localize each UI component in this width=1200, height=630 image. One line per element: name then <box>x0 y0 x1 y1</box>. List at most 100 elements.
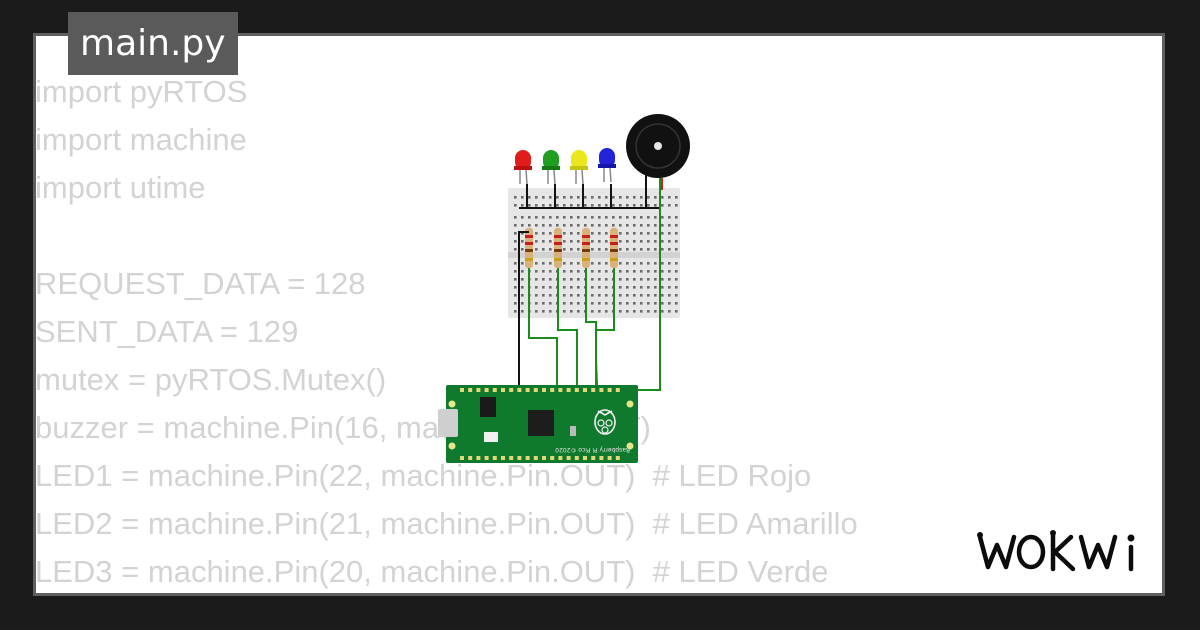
breadboard-hole <box>675 262 678 265</box>
breadboard-hole <box>521 216 524 219</box>
breadboard-holes <box>514 196 678 313</box>
breadboard-hole <box>577 286 580 289</box>
breadboard-hole <box>661 224 664 227</box>
breadboard-hole <box>521 204 524 207</box>
breadboard-hole <box>591 270 594 273</box>
signal-wires <box>528 175 661 391</box>
breadboard-hole <box>675 278 678 281</box>
breadboard-hole <box>612 196 615 199</box>
breadboard-hole <box>514 294 517 297</box>
breadboard-hole <box>668 310 671 313</box>
pico-pin <box>615 388 620 392</box>
breadboard-hole <box>542 240 545 243</box>
breadboard-hole <box>640 270 643 273</box>
breadboard-hole <box>521 248 524 251</box>
breadboard-hole <box>591 204 594 207</box>
led-red-icon <box>514 150 532 185</box>
breadboard-hole <box>577 270 580 273</box>
pico-pin <box>501 456 505 460</box>
breadboard-hole <box>549 262 552 265</box>
breadboard-hole <box>584 196 587 199</box>
breadboard-hole <box>521 262 524 265</box>
breadboard-hole <box>521 302 524 305</box>
pico-pin <box>607 456 612 460</box>
breadboard-hole <box>577 310 580 313</box>
breadboard-hole <box>577 302 580 305</box>
breadboard-hole <box>633 310 636 313</box>
breadboard-hole <box>640 262 643 265</box>
breadboard-hole <box>549 302 552 305</box>
code-line: LED1 = machine.Pin(22, machine.Pin.OUT) … <box>35 458 812 493</box>
breadboard-hole <box>591 216 594 219</box>
breadboard-hole <box>647 286 650 289</box>
pico-pin <box>599 456 604 460</box>
pico-pins <box>460 388 620 460</box>
breadboard-hole <box>563 262 566 265</box>
breadboard-hole <box>675 302 678 305</box>
breadboard-hole <box>633 262 636 265</box>
code-line: REQUEST_DATA = 128 <box>35 266 366 301</box>
pico-pin <box>525 388 530 392</box>
breadboard-hole <box>514 278 517 281</box>
breadboard-hole <box>584 204 587 207</box>
breadboard-hole <box>514 224 517 227</box>
breadboard-hole <box>633 216 636 219</box>
code-line: import pyRTOS <box>35 74 248 109</box>
breadboard-hole <box>668 232 671 235</box>
breadboard-hole <box>514 310 517 313</box>
breadboard-hole <box>633 270 636 273</box>
pico-pin <box>558 388 563 392</box>
breadboard-hole <box>514 248 517 251</box>
usb-port <box>438 409 458 437</box>
breadboard-hole <box>542 294 545 297</box>
breadboard-hole <box>654 240 657 243</box>
breadboard-hole <box>619 286 622 289</box>
breadboard-hole <box>654 294 657 297</box>
file-tab[interactable]: main.py <box>68 12 238 75</box>
pico-pin <box>542 388 546 392</box>
breadboard-hole <box>640 310 643 313</box>
breadboard-hole <box>535 286 538 289</box>
breadboard-hole <box>654 286 657 289</box>
breadboard-hole <box>514 286 517 289</box>
breadboard-hole <box>598 204 601 207</box>
breadboard-hole <box>514 204 517 207</box>
breadboard-hole <box>563 270 566 273</box>
breadboard-hole <box>570 216 573 219</box>
resistor <box>525 228 533 268</box>
breadboard-hole <box>675 232 678 235</box>
pico-pin <box>615 456 620 460</box>
breadboard-hole <box>542 270 545 273</box>
breadboard-hole <box>563 294 566 297</box>
breadboard-hole <box>598 196 601 199</box>
breadboard-hole <box>654 224 657 227</box>
breadboard-hole <box>598 278 601 281</box>
breadboard-hole <box>521 224 524 227</box>
breadboard-hole <box>605 224 608 227</box>
breadboard-hole <box>549 278 552 281</box>
breadboard-hole <box>626 294 629 297</box>
breadboard-hole <box>654 270 657 273</box>
breadboard-hole <box>542 302 545 305</box>
breadboard-hole <box>661 278 664 281</box>
breadboard-hole <box>647 302 650 305</box>
breadboard-hole <box>675 310 678 313</box>
breadboard-hole <box>619 196 622 199</box>
breadboard-hole <box>668 302 671 305</box>
breadboard-hole <box>640 216 643 219</box>
breadboard-hole <box>577 262 580 265</box>
breadboard-hole <box>584 224 587 227</box>
code-line: LED2 = machine.Pin(21, machine.Pin.OUT) … <box>35 506 858 541</box>
breadboard-hole <box>626 204 629 207</box>
breadboard-hole <box>521 232 524 235</box>
breadboard-hole <box>591 286 594 289</box>
breadboard-hole <box>675 248 678 251</box>
breadboard-hole <box>535 224 538 227</box>
pico-pin <box>550 456 555 460</box>
breadboard-hole <box>668 224 671 227</box>
breadboard-hole <box>535 232 538 235</box>
breadboard-hole <box>535 216 538 219</box>
breadboard-hole <box>654 278 657 281</box>
breadboard-hole <box>668 262 671 265</box>
